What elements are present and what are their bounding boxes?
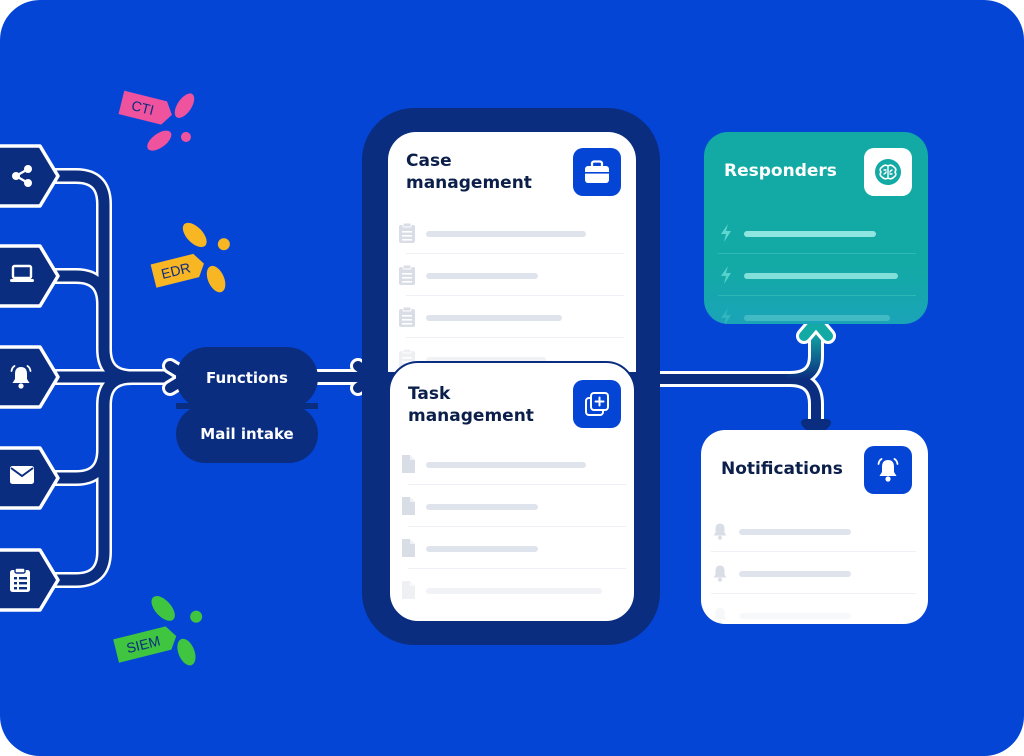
row-divider — [718, 253, 916, 254]
edr-label: EDR — [160, 259, 193, 282]
lightning-icon — [719, 265, 733, 289]
source-bell-box[interactable] — [0, 345, 62, 409]
placeholder-line — [426, 588, 602, 594]
placeholder-line — [426, 546, 538, 552]
source-laptop-box[interactable] — [0, 244, 62, 308]
task-list-row — [390, 527, 634, 569]
edr-petal-bottom — [206, 265, 226, 293]
responders-card[interactable]: Responders — [704, 132, 928, 324]
add-copy-icon — [573, 380, 621, 428]
bell-icon — [711, 563, 729, 587]
document-icon — [400, 496, 416, 520]
clipboard-doc-icon — [398, 264, 416, 290]
lightning-icon — [719, 223, 733, 247]
cti-tag: CTI — [118, 90, 195, 151]
briefcase-icon — [573, 148, 621, 196]
row-divider — [406, 253, 624, 254]
document-icon — [400, 538, 416, 562]
lightning-icon — [719, 307, 733, 324]
responder-row — [704, 296, 928, 324]
responders-title: Responders — [724, 161, 837, 181]
source-envelope-box[interactable] — [0, 446, 62, 510]
siem-petal-top — [151, 596, 175, 621]
case-list-row — [388, 254, 636, 296]
notifications-title: Notifications — [721, 459, 843, 479]
case-list-row — [388, 212, 636, 254]
placeholder-line — [426, 315, 562, 321]
row-divider — [711, 551, 916, 552]
document-icon — [400, 454, 416, 478]
edr-petal-top — [182, 222, 207, 248]
placeholder-line — [426, 357, 546, 363]
notifications-card[interactable]: Notifications — [701, 430, 928, 624]
siem-petal-bottom — [177, 638, 196, 666]
siem-dot — [190, 610, 203, 623]
brain-icon — [864, 148, 912, 196]
bell-icon — [864, 446, 912, 494]
placeholder-line — [426, 462, 586, 468]
task-list-row — [390, 485, 634, 527]
responders-arrowhead — [796, 314, 836, 344]
task-management-card[interactable]: Task management — [388, 361, 636, 623]
row-divider — [711, 593, 916, 594]
cti-label: CTI — [130, 97, 156, 118]
mail-intake-pill[interactable]: Mail intake — [176, 405, 318, 463]
notification-row — [701, 510, 928, 552]
row-divider — [718, 295, 916, 296]
laptop-icon — [9, 263, 35, 289]
edr-tag: EDR — [150, 222, 230, 293]
functions-label: Functions — [206, 369, 288, 387]
document-icon — [400, 580, 416, 604]
case-management-card[interactable]: Case management — [388, 132, 636, 372]
notification-row — [701, 552, 928, 594]
edr-dot — [217, 238, 230, 251]
responder-row — [704, 254, 928, 296]
responder-row — [704, 212, 928, 254]
bell-icon — [9, 364, 33, 394]
case-management-title: Case management — [406, 151, 532, 193]
placeholder-line — [744, 273, 898, 279]
edr-label-shape — [150, 253, 204, 288]
cti-label-shape — [118, 90, 172, 125]
clipboard-doc-icon — [398, 306, 416, 332]
bell-icon — [711, 521, 729, 545]
task-list-row — [390, 569, 634, 611]
placeholder-line — [739, 613, 851, 619]
placeholder-line — [744, 231, 876, 237]
center-to-outputs-wire — [652, 324, 824, 430]
case-list-row — [388, 296, 636, 338]
row-divider — [408, 526, 626, 527]
cti-dot — [180, 131, 191, 142]
clipboard-list-icon — [9, 567, 31, 597]
row-divider — [406, 337, 624, 338]
placeholder-line — [739, 529, 851, 535]
source-share-box[interactable] — [0, 144, 62, 208]
functions-pill[interactable]: Functions — [176, 347, 318, 409]
placeholder-line — [426, 273, 538, 279]
share-icon — [9, 163, 35, 193]
placeholder-line — [739, 571, 851, 577]
notifications-arrowhead — [801, 419, 831, 438]
siem-label-shape — [113, 626, 177, 663]
source-bus — [44, 168, 184, 588]
row-divider — [408, 568, 626, 569]
source-clipboard-list-box[interactable] — [0, 548, 62, 612]
mail-intake-label: Mail intake — [200, 425, 294, 443]
placeholder-line — [744, 315, 890, 321]
siem-tag: SIEM — [113, 596, 203, 666]
row-divider — [408, 484, 626, 485]
row-divider — [406, 295, 624, 296]
cti-petal-bottom — [147, 130, 172, 151]
envelope-icon — [9, 465, 35, 489]
clipboard-doc-icon — [398, 222, 416, 248]
task-management-title: Task management — [408, 384, 534, 426]
bell-icon — [711, 605, 729, 624]
task-list-row — [390, 443, 634, 485]
placeholder-line — [426, 504, 538, 510]
placeholder-line — [426, 231, 586, 237]
notification-row — [701, 594, 928, 624]
cti-petal-top — [174, 93, 195, 118]
